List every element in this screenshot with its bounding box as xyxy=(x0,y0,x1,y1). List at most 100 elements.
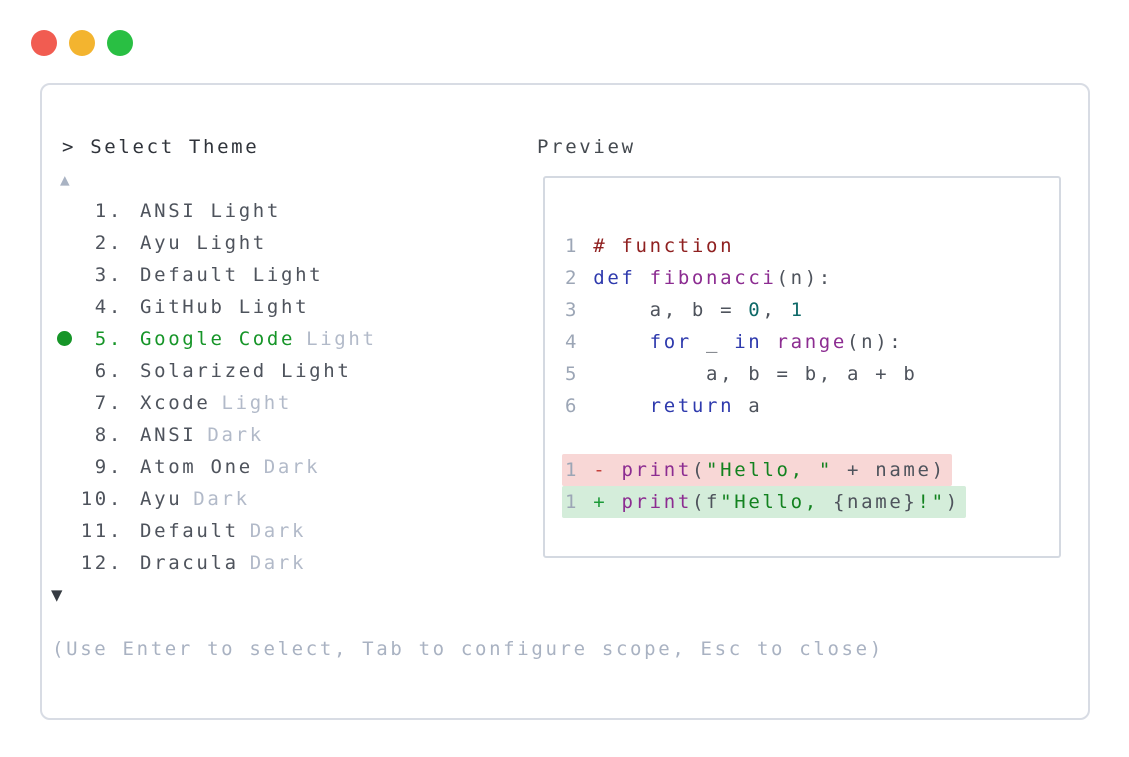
code-token: 0 xyxy=(748,299,763,321)
theme-number: 7. xyxy=(94,392,123,414)
select-theme-prompt: > Select Theme xyxy=(62,136,260,158)
code-token: fibonacci xyxy=(649,267,777,289)
theme-number: 9. xyxy=(94,456,123,478)
theme-list-item[interactable]: 9. Atom One Dark xyxy=(57,451,377,483)
theme-name: Xcode xyxy=(140,392,211,414)
code-token: 1 xyxy=(565,235,580,257)
theme-list-item[interactable]: 11. Default Dark xyxy=(57,515,377,547)
theme-number: 1. xyxy=(94,200,123,222)
theme-variant: Dark xyxy=(207,424,264,446)
code-token: _ xyxy=(691,331,735,353)
theme-selector-dialog: > Select Theme Preview ▲ 1. ANSI Light 2. A… xyxy=(40,83,1090,720)
code-line: 2 def fibonacci(n): xyxy=(565,262,1059,294)
theme-name: ANSI Light xyxy=(140,200,281,222)
theme-list-item[interactable]: 12. Dracula Dark xyxy=(57,547,377,579)
code-token: 4 xyxy=(565,331,580,353)
preview-label: Preview xyxy=(537,136,636,158)
bullet-slot xyxy=(57,355,73,387)
diff-removed-line: 1 - print("Hello, " + name) xyxy=(562,454,1059,486)
theme-number: 10. xyxy=(80,488,123,510)
code-line: 5 a, b = b, a + b xyxy=(565,358,1059,390)
code-token: # function xyxy=(593,235,735,257)
theme-variant: Dark xyxy=(249,520,307,542)
theme-name: Default xyxy=(140,520,239,542)
bullet-slot xyxy=(57,483,73,515)
theme-variant: Light xyxy=(306,328,377,350)
bullet-slot xyxy=(57,195,73,227)
maximize-button[interactable] xyxy=(107,30,133,56)
theme-name: Ayu xyxy=(140,488,183,510)
theme-number: 2. xyxy=(94,232,123,254)
theme-list-item[interactable]: 3.Default Light xyxy=(57,259,377,291)
theme-name: Default Light xyxy=(140,264,324,286)
code-token: in xyxy=(734,331,763,353)
code-token: 1 xyxy=(565,459,580,481)
code-token: + name) xyxy=(832,459,946,481)
bullet-slot xyxy=(57,259,73,291)
code-line xyxy=(565,422,1059,454)
diff-added-line: 1 + print(f"Hello, {name}!") xyxy=(562,486,1059,518)
scroll-down-icon[interactable]: ▼ xyxy=(51,584,66,606)
theme-number: 5. xyxy=(94,328,123,350)
theme-name: ANSI xyxy=(140,424,197,446)
theme-list-item[interactable]: 1. ANSI Light xyxy=(57,195,377,227)
theme-list-item[interactable]: 10. Ayu Dark xyxy=(57,483,377,515)
theme-variant: Dark xyxy=(193,488,250,510)
code-line: 6 return a xyxy=(565,390,1059,422)
code-line: 4 for _ in range(n): xyxy=(565,326,1059,358)
code-token xyxy=(579,235,593,257)
theme-list-item[interactable]: 2. Ayu Light xyxy=(57,227,377,259)
theme-list-item[interactable]: 4.GitHub Light xyxy=(57,291,377,323)
code-token: for xyxy=(649,331,692,353)
theme-variant: Dark xyxy=(249,552,307,574)
minimize-button[interactable] xyxy=(69,30,95,56)
code-token: ) xyxy=(945,491,960,513)
bullet-slot xyxy=(57,323,73,355)
code-token xyxy=(579,395,650,417)
code-token: def xyxy=(593,267,636,289)
code-token: 3 xyxy=(565,299,580,321)
code-token: return xyxy=(649,395,735,417)
code-token: range xyxy=(776,331,848,353)
theme-number: 4. xyxy=(94,296,123,318)
code-token: 2 xyxy=(565,267,580,289)
bullet-slot xyxy=(57,291,73,323)
code-token: 1 xyxy=(565,491,580,513)
footer-hint: (Use Enter to select, Tab to configure s… xyxy=(52,638,884,660)
code-token: a, b = b, a + b xyxy=(579,363,918,385)
theme-name: Atom One xyxy=(140,456,253,478)
theme-number: 11. xyxy=(80,520,123,542)
code-token: print xyxy=(621,491,692,513)
code-token: (f xyxy=(691,491,721,513)
code-token: ( xyxy=(691,459,707,481)
code-line: 1 # function xyxy=(565,230,1059,262)
window-controls xyxy=(31,30,133,56)
code-line: 3 a, b = 0, 1 xyxy=(565,294,1059,326)
theme-name: Dracula xyxy=(140,552,239,574)
theme-name: Ayu Light xyxy=(140,232,267,254)
code-token xyxy=(579,331,650,353)
theme-name: Solarized Light xyxy=(140,360,352,382)
code-token: + xyxy=(593,491,608,513)
code-token: (n): xyxy=(847,331,904,353)
scroll-up-icon[interactable]: ▲ xyxy=(60,170,73,189)
close-button[interactable] xyxy=(31,30,57,56)
theme-number: 12. xyxy=(80,552,123,574)
bullet-slot xyxy=(57,515,73,547)
code-token xyxy=(607,459,621,481)
code-token xyxy=(579,491,593,513)
code-token: "Hello, " xyxy=(706,459,833,481)
code-token: a, b = xyxy=(579,299,749,321)
bullet-slot xyxy=(57,419,73,451)
theme-list-item[interactable]: 6.Solarized Light xyxy=(57,355,377,387)
bullet-slot xyxy=(57,547,73,579)
code-token: !" xyxy=(917,491,946,513)
bullet-slot xyxy=(57,387,73,419)
theme-variant: Dark xyxy=(263,456,321,478)
code-token xyxy=(607,491,621,513)
